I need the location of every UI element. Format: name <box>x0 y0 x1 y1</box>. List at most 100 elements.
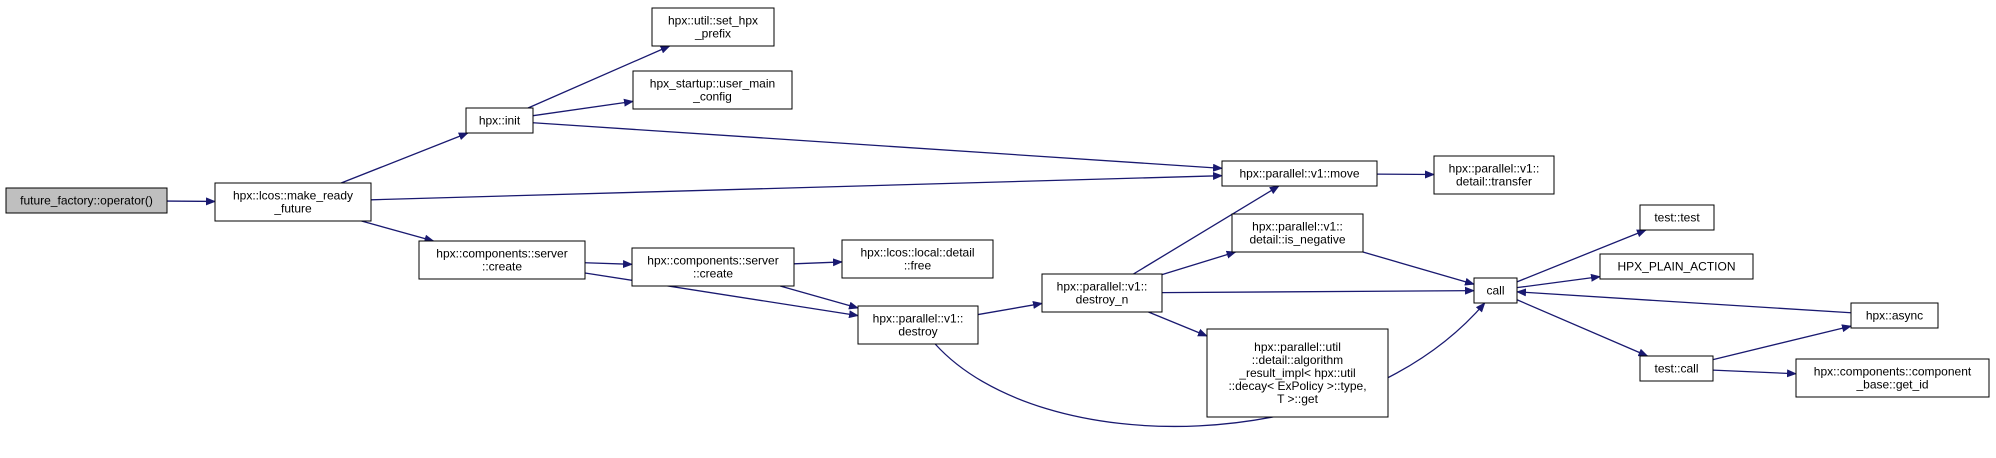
node-box <box>1433 155 1555 195</box>
node-label-line: hpx::parallel::v1::move <box>1239 167 1359 181</box>
edge-call-to-test_call <box>1516 299 1649 357</box>
node-v1-move[interactable]: hpx::parallel::v1::move <box>1221 160 1378 187</box>
node-box <box>465 107 534 134</box>
node-box <box>1231 213 1364 253</box>
node-label-line: hpx::init <box>479 114 521 128</box>
node-box <box>1850 302 1939 329</box>
node-label-line: ::create <box>482 260 522 274</box>
edge-v1_destroy_n-to-call <box>1161 286 1475 295</box>
edge-make_ready_future-to-server_create_1 <box>361 220 435 243</box>
node-label-line: HPX_PLAIN_ACTION <box>1617 260 1735 274</box>
edge-server_create_1-to-v1_destroy <box>584 272 859 319</box>
edge-layer <box>166 45 1852 428</box>
edge-v1_destroy_n-to-algorithm_result_get <box>1148 311 1208 337</box>
node-label-line: ::free <box>904 259 932 273</box>
node-v1-destroy-n[interactable]: hpx::parallel::v1::destroy_n <box>1041 273 1163 313</box>
node-algorithm-result-get[interactable]: hpx::parallel::util::detail::algorithm_r… <box>1206 328 1389 418</box>
node-label-line: detail::is_negative <box>1249 233 1345 247</box>
edge-test_call-to-component_base_get_id <box>1712 369 1797 378</box>
node-make-ready-future[interactable]: hpx::lcos::make_ready_future <box>214 182 372 222</box>
node-box <box>841 239 994 279</box>
node-label-line: test::test <box>1654 211 1700 225</box>
edge-hpx_init-to-user_main_config <box>532 98 634 117</box>
node-box <box>632 70 793 110</box>
edge-server_create_1-to-server_create_2 <box>584 260 633 269</box>
node-label-line: _result_impl< hpx::util <box>1238 366 1355 380</box>
node-label-line: _prefix <box>694 27 731 41</box>
node-box <box>857 305 979 345</box>
node-box <box>5 187 168 214</box>
node-box <box>1473 277 1518 304</box>
node-label-line: T >::get <box>1277 392 1318 406</box>
node-call[interactable]: call <box>1473 277 1518 304</box>
edge-hpx_async-to-call <box>1516 288 1852 314</box>
node-label-line: hpx::components::component <box>1814 365 1972 379</box>
edge-v1_destroy-to-v1_destroy_n <box>977 301 1043 316</box>
edge-hpx_init-to-v1_move <box>532 122 1223 172</box>
node-layer: future_factory::operator() hpx::lcos::mak… <box>5 7 1990 418</box>
node-label-line: hpx_startup::user_main <box>650 77 775 91</box>
node-label-line: hpx::parallel::v1:: <box>1057 280 1148 294</box>
node-box <box>1795 358 1990 398</box>
node-user-main-config[interactable]: hpx_startup::user_main_config <box>632 70 793 110</box>
node-box <box>1041 273 1163 313</box>
node-box <box>631 247 795 287</box>
node-label-line: hpx::parallel::v1:: <box>1449 162 1540 176</box>
node-label-line: test::call <box>1654 362 1698 376</box>
node-box <box>651 7 775 47</box>
node-hpx-plain-action[interactable]: HPX_PLAIN_ACTION <box>1599 253 1754 280</box>
edge-make_ready_future-to-hpx_init <box>340 132 469 184</box>
edge-call-to-test_test <box>1516 229 1647 283</box>
node-v1-destroy[interactable]: hpx::parallel::v1::destroy <box>857 305 979 345</box>
node-label-line: hpx::components::server <box>436 247 567 261</box>
edge-v1_destroy_n-to-is_negative <box>1161 250 1237 276</box>
node-box <box>1221 160 1378 187</box>
node-label-line: destroy_n <box>1076 293 1129 307</box>
node-is-negative[interactable]: hpx::parallel::v1::detail::is_negative <box>1231 213 1364 253</box>
node-detail-transfer[interactable]: hpx::parallel::v1::detail::transfer <box>1433 155 1555 195</box>
node-label-line: hpx::lcos::local::detail <box>860 246 974 260</box>
edge-v1_destroy-to-call <box>934 302 1486 428</box>
edge-call-to-hpx_plain_action <box>1516 273 1601 289</box>
node-box <box>1639 355 1714 382</box>
node-label-line: hpx::async <box>1866 309 1923 323</box>
node-box <box>1206 328 1389 418</box>
node-server-create-2[interactable]: hpx::components::server::create <box>631 247 795 287</box>
edge-v1_destroy_n-to-v1_move <box>1133 185 1280 275</box>
edge-test_call-to-hpx_async <box>1712 324 1852 361</box>
node-test-call[interactable]: test::call <box>1639 355 1714 382</box>
node-label-line: hpx::util::set_hpx <box>668 14 758 28</box>
edge-server_create_2-to-lcos_local_free <box>793 258 843 267</box>
node-hpx-init[interactable]: hpx::init <box>465 107 534 134</box>
node-label-line: hpx::parallel::v1:: <box>873 312 964 326</box>
node-lcos-local-free[interactable]: hpx::lcos::local::detail::free <box>841 239 994 279</box>
node-box <box>1599 253 1754 280</box>
node-label-line: ::decay< ExPolicy >::type, <box>1228 379 1366 393</box>
node-label-line: future_factory::operator() <box>20 194 153 208</box>
edge-is_negative-to-call <box>1362 251 1475 286</box>
node-label-line: _config <box>692 90 732 104</box>
node-future-factory-op[interactable]: future_factory::operator() <box>5 187 168 214</box>
edge-make_ready_future-to-v1_move <box>370 171 1223 201</box>
node-label-line: detail::transfer <box>1456 175 1532 189</box>
node-label-line: ::create <box>693 267 733 281</box>
node-label-line: call <box>1486 284 1504 298</box>
node-label-line: hpx::parallel::util <box>1254 340 1341 354</box>
edge-hpx_init-to-set_hpx_prefix <box>527 45 671 109</box>
node-label-line: destroy <box>898 325 937 339</box>
edge-server_create_2-to-v1_destroy <box>779 285 859 310</box>
node-box <box>214 182 372 222</box>
node-box <box>1639 204 1715 231</box>
node-label-line: hpx::components::server <box>647 254 778 268</box>
node-hpx-async[interactable]: hpx::async <box>1850 302 1939 329</box>
node-component-base-get-id[interactable]: hpx::components::component_base::get_id <box>1795 358 1990 398</box>
node-server-create-1[interactable]: hpx::components::server::create <box>418 240 586 280</box>
node-label-line: ::detail::algorithm <box>1252 353 1343 367</box>
node-set-hpx-prefix[interactable]: hpx::util::set_hpx_prefix <box>651 7 775 47</box>
node-test-test[interactable]: test::test <box>1639 204 1715 231</box>
node-box <box>418 240 586 280</box>
node-label-line: _base::get_id <box>1855 378 1928 392</box>
node-label-line: _future <box>273 202 312 216</box>
node-label-line: hpx::lcos::make_ready <box>233 189 353 203</box>
